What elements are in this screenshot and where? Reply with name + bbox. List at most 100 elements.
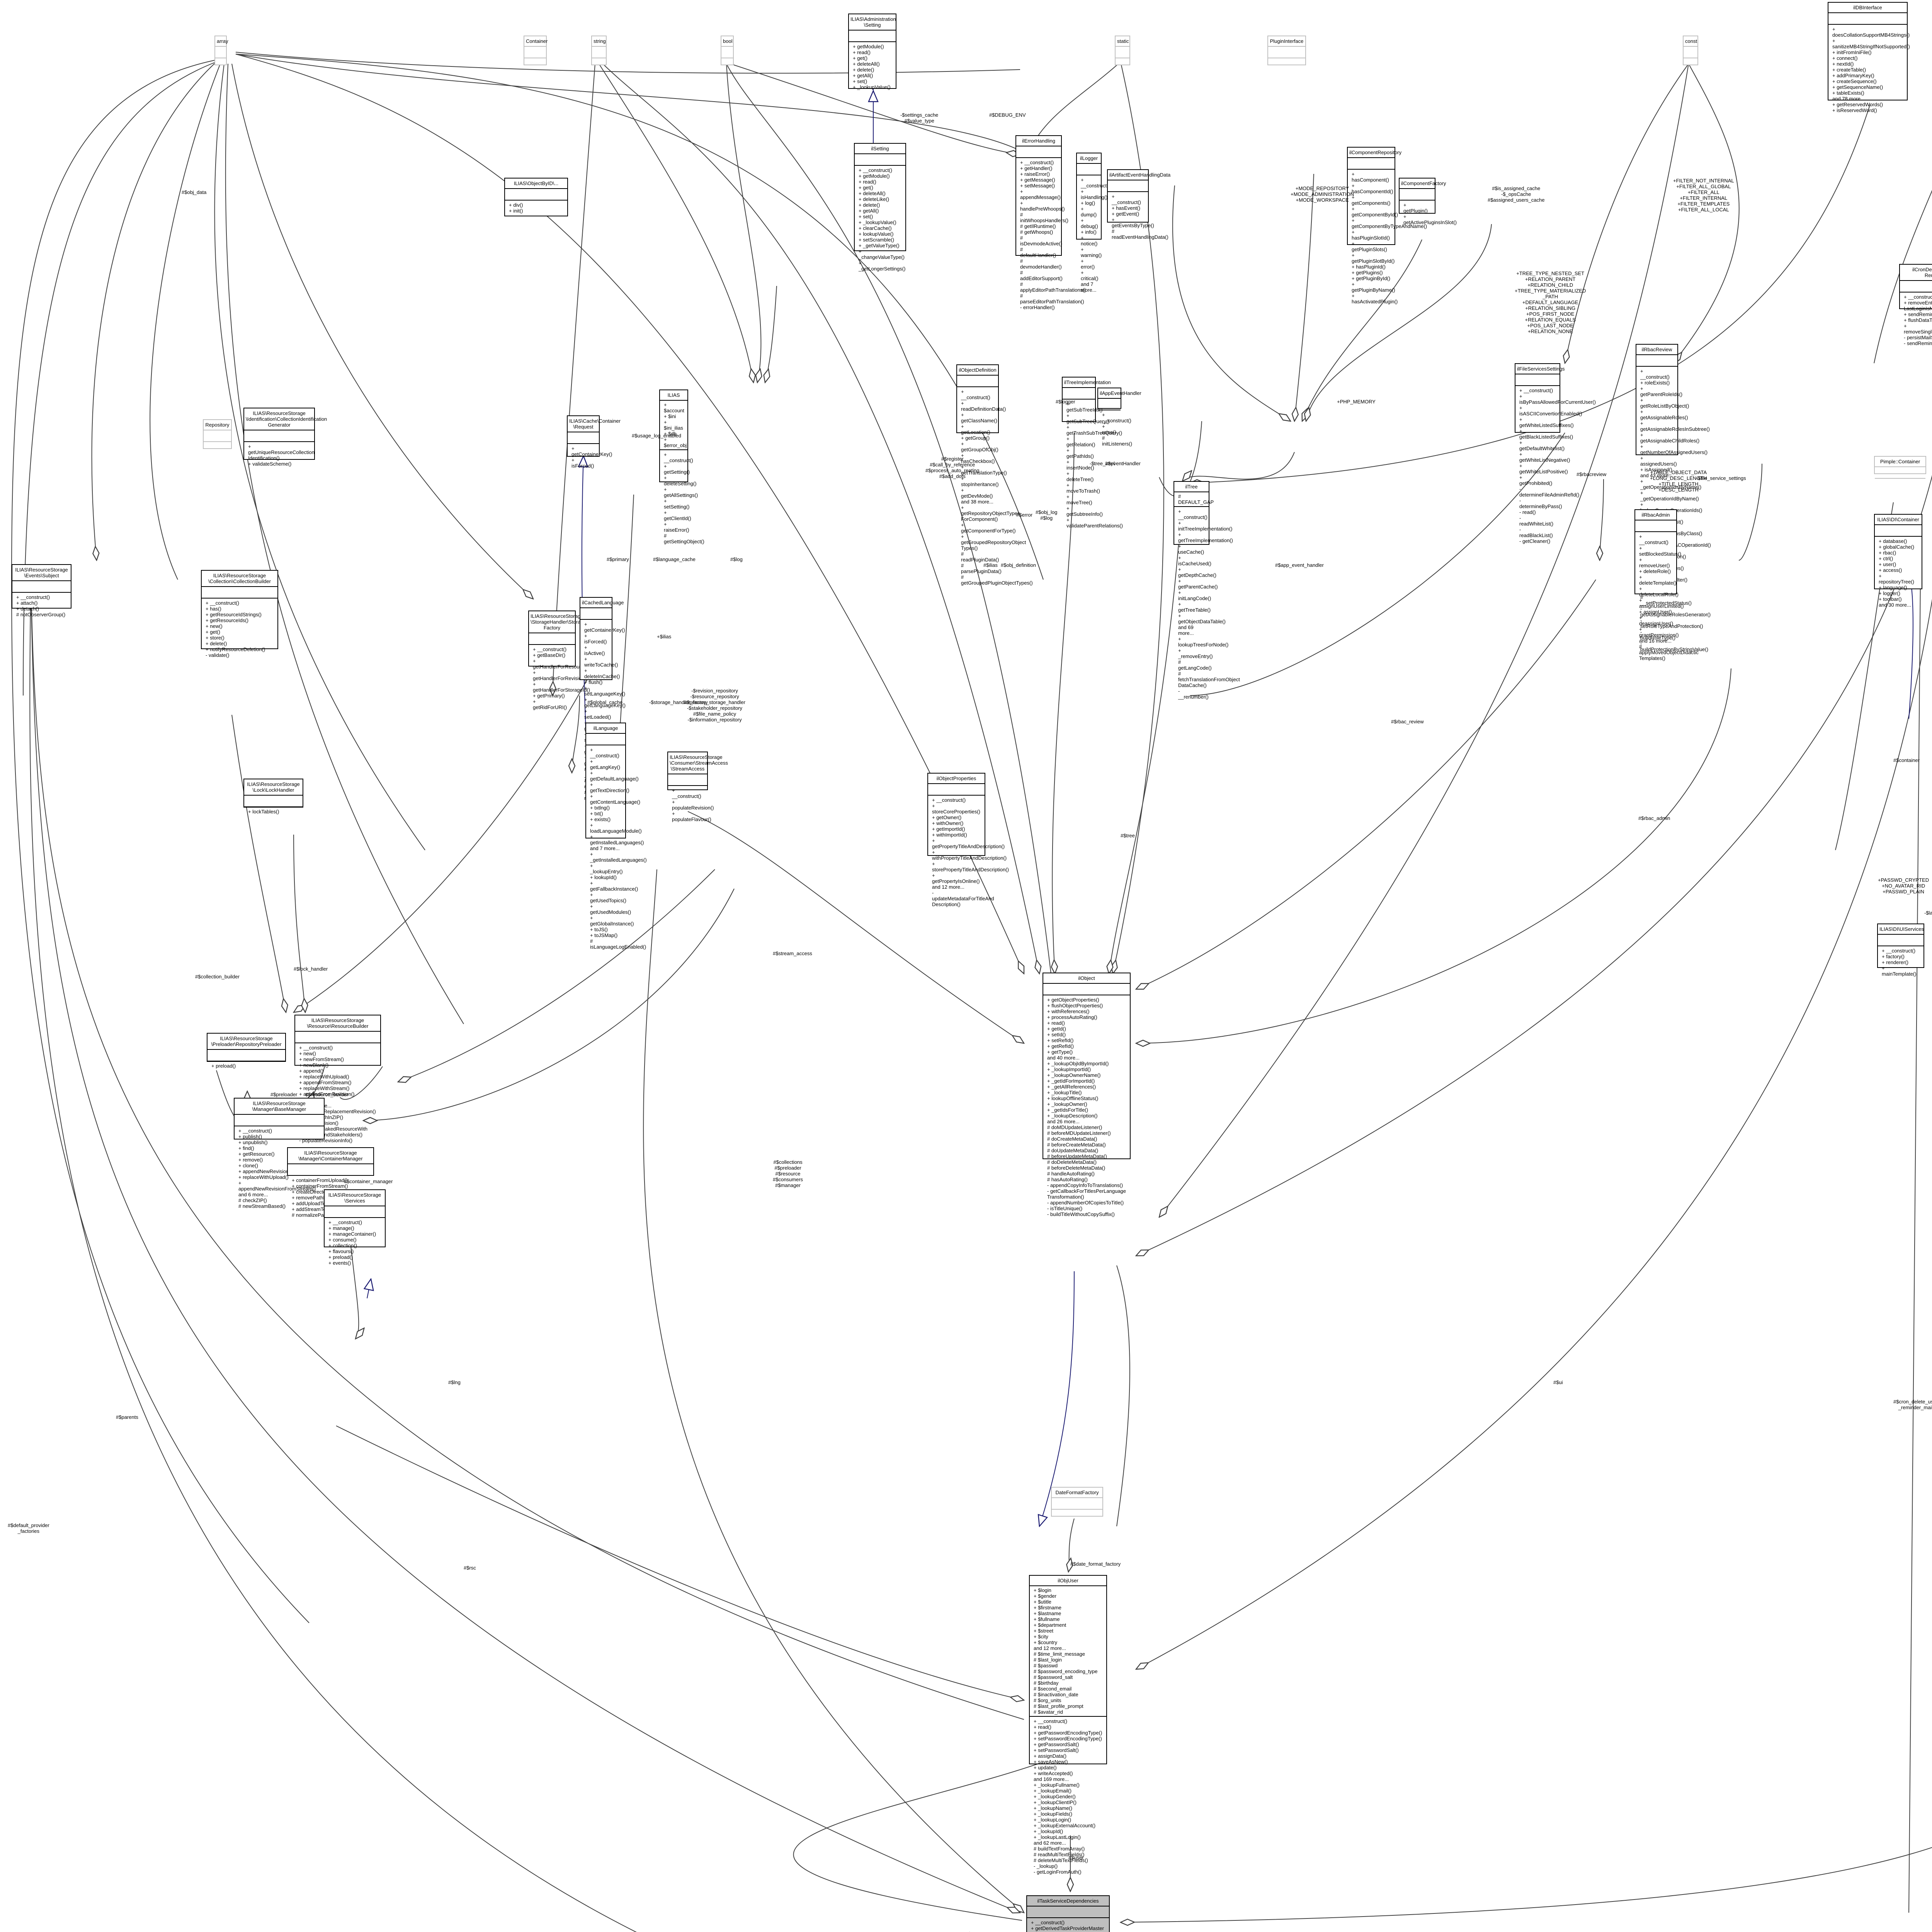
class-resourcestorage-resourcebuilder[interactable]: ILIAS\ResourceStorage \Resource\Resource… [294, 1015, 381, 1143]
class-name: ilRbacAdmin [1635, 510, 1676, 520]
edge-label-debug_env: #$DEBUG_ENV [989, 112, 1026, 118]
class-operations: + getPlugin() + getActivePluginsInSlot() [1403, 202, 1457, 225]
edge-label-global_cache: #$global_cache [587, 699, 623, 705]
class-container[interactable]: Container [524, 36, 548, 65]
class-name: ilTaskServiceDependencies [1027, 1896, 1109, 1906]
class-attributes [12, 581, 71, 593]
class-name: ILIAS\ResourceStorage \Consumer\StreamAc… [668, 752, 728, 774]
edge-label-rs_collections: #$collections #$preloader #$resource #$c… [773, 1159, 803, 1188]
class-ilartifacteventhandlingdata[interactable]: ilArtifactEventHandlingData + __construc… [1107, 169, 1170, 240]
class-operations [1875, 479, 1925, 490]
class-resourcestorage-containermanager[interactable]: ILIAS\ResourceStorage \Manager\Container… [287, 1147, 374, 1218]
class-name: Pimple::Container [1875, 457, 1925, 467]
class-resourcestorage-basemanager[interactable]: ILIAS\ResourceStorage \Manager\BaseManag… [234, 1098, 325, 1209]
class-attributes [721, 47, 733, 58]
class-ilcachedlanguage[interactable]: ilCachedLanguage + getContainerKey() + i… [580, 597, 626, 801]
class-ilobjectproperties[interactable]: ilObjectProperties + __construct() + sto… [927, 773, 1009, 907]
class-ilias-object-access[interactable]: ILIAS\ObjectByID\... + div() + init() [504, 178, 568, 216]
class-attributes [849, 31, 896, 42]
edge-label-logger: #$logger [1056, 399, 1075, 405]
class-repository[interactable]: Repository [203, 419, 232, 449]
class-name: ilTreeImplementation [1063, 378, 1111, 388]
class-ilobjectdefinition[interactable]: ilObjectDefinition + __construct() + rea… [956, 364, 1033, 586]
class-resourcestorage-collectionbuilder[interactable]: ILIAS\ResourceStorage \Collection\Collec… [201, 570, 278, 658]
class-iltree[interactable]: ilTree # DEFAULT_GAP + __construct() + i… [1173, 481, 1240, 700]
edge-label-is_assigned_cache: #$is_assigned_cache -$_opsCache #$assign… [1488, 185, 1545, 203]
class-resourcestorage-collection-id-generator[interactable]: ILIAS\ResourceStorage \Identification\Co… [243, 408, 327, 467]
class-static[interactable]: static [1115, 36, 1130, 65]
class-name: static [1116, 36, 1129, 47]
class-name: string [592, 36, 606, 47]
class-operations: + __construct() + getDerivedTaskProvider… [1031, 1920, 1104, 1932]
class-ilcrondeleteinactiveuserremindermail[interactable]: ilCronDeleteInactiveUser ReminderMail + … [1899, 264, 1932, 346]
class-date-format-factory[interactable]: DateFormatFactory [1051, 1487, 1103, 1517]
class-operations: + __construct() + factory() + renderer()… [1882, 948, 1917, 977]
class-resourcestorage-streamaccess[interactable]: ILIAS\ResourceStorage \Consumer\StreamAc… [667, 752, 728, 822]
class-attributes [1108, 180, 1148, 192]
class-resourcestorage-services[interactable]: ILIAS\ResourceStorage \Services + __cons… [324, 1189, 386, 1266]
class-iltaskservicedependencies[interactable]: ilTaskServiceDependencies + __construct(… [1026, 1895, 1110, 1932]
class-ilobject[interactable]: ilObject + getObjectProperties() + flush… [1043, 973, 1131, 1217]
class-attributes [1016, 146, 1061, 158]
class-array[interactable]: array [214, 36, 228, 65]
class-attributes [288, 1164, 373, 1176]
edge-label-tree_consts: +TREE_TYPE_NESTED_SET +RELATION_PARENT +… [1515, 270, 1586, 334]
edge-label-time_limit: #$time_limit_owner #$active #$time_limit… [1924, 910, 1932, 916]
class-pimple-container[interactable]: Pimple::Container [1874, 456, 1926, 479]
class-illogger[interactable]: ilLogger + __construct() + isHandling() … [1076, 153, 1110, 293]
class-ilobjuser[interactable]: ilObjUser + $login + $gender + $utitle +… [1029, 1575, 1107, 1875]
class-ilias[interactable]: ILIAS + $account + $ini + $ini_ilias + $… [659, 389, 704, 544]
class-ilappeventhandler[interactable]: ilAppEventHandler + __construct() + rais… [1097, 388, 1141, 447]
class-bool[interactable]: bool [721, 36, 734, 65]
class-name: ilComponentRepository [1348, 148, 1401, 158]
class-ilfileservicessettings[interactable]: ilFileServicesSettings + __construct() +… [1515, 363, 1596, 544]
class-operations [215, 58, 226, 70]
class-ilcomponentfactory[interactable]: ilComponentFactory + getPlugin() + getAc… [1399, 178, 1457, 225]
class-ilsetting[interactable]: ilSetting + __construct() + getModule() … [854, 143, 906, 272]
edge-label-cron_delete: #$cron_delete_user _reminder_mail [1893, 1399, 1932, 1410]
edge-label-pasword_consts: +PASSWD_CRYPTED +NO_AVATAR_RID +PASSWD_P… [1878, 877, 1929, 895]
class-attributes [855, 154, 905, 166]
class-plugin-interface[interactable]: PluginInterface [1267, 36, 1306, 65]
edge-label-app_event_handler: #$app_event_handler [1275, 562, 1324, 568]
edge-label-rs_mode_consts: +MODE_REPOSITORY +MODE_ADMINISTRATION +M… [1291, 185, 1354, 203]
class-operations: + getSubTreeIds() + getSubTreeQuery() + … [1066, 401, 1123, 529]
class-ilrbacreview[interactable]: ilRbacReview + __construct() + roleExist… [1636, 344, 1711, 652]
class-attributes: # DEFAULT_GAP [1174, 492, 1214, 507]
class-attributes [668, 774, 707, 786]
class-resourcestorage-lockhandler[interactable]: ILIAS\ResourceStorage \Lock\LockHandler … [243, 779, 303, 815]
class-illanguage[interactable]: ilLanguage + __construct() + getLangKey(… [585, 723, 647, 950]
class-attributes [202, 587, 277, 599]
class-attributes [529, 633, 575, 645]
edge-label-obj_log: #$obj_log #$log [1036, 509, 1058, 521]
class-ilcomponentrepository[interactable]: ilComponentRepository + hasComponent() +… [1347, 147, 1427, 304]
class-resourcestorage-repositorypreloader[interactable]: ILIAS\ResourceStorage \Preloader\Reposit… [207, 1033, 286, 1069]
class-ilrbacadmin[interactable]: ilRbacAdmin + __construct() + setBlocked… [1634, 509, 1699, 661]
class-ilerrorhandling[interactable]: ilErrorHandling + __construct() + getHan… [1015, 135, 1086, 310]
class-attributes [1052, 1498, 1102, 1510]
class-resourcestorage-storagehandlerfactory[interactable]: ILIAS\ResourceStorage \StorageHandler\St… [528, 611, 604, 710]
class-name: ILIAS\DI\UIServices [1878, 924, 1924, 935]
class-operations: + __construct() + attach() + detach() # … [16, 594, 66, 617]
edge-label-tree_impl: -$tree_impl [1090, 461, 1115, 466]
class-resourcestorage-events-subject[interactable]: ILIAS\ResourceStorage \Events\Subject + … [12, 564, 71, 617]
class-attributes [1268, 47, 1305, 58]
class-name: ILIAS\ResourceStorage \Collection\Collec… [202, 571, 277, 587]
class-operations: + __construct() + setBlockedStatus() + r… [1639, 534, 1699, 661]
class-const[interactable]: const [1683, 36, 1698, 65]
class-operations [721, 58, 733, 70]
class-attributes [1077, 164, 1101, 175]
class-ilias-di-container[interactable]: ILIAS\DI\Container + database() + global… [1874, 514, 1922, 608]
class-ilias-administration-setting[interactable]: ILIAS\Administration \Setting + getModul… [848, 14, 896, 90]
class-iltreeimplementation[interactable]: ilTreeImplementation + getSubTreeIds() +… [1062, 377, 1123, 529]
class-operations: + getModule() + read() + get() + deleteA… [853, 44, 891, 90]
class-ildbinterface[interactable]: ilDBInterface + doesCollationSupportMB4S… [1828, 2, 1910, 113]
class-ilias-di-uiservices[interactable]: ILIAS\DI\UIServices + __construct() + fa… [1877, 923, 1924, 977]
class-attributes [1027, 1906, 1109, 1918]
class-string[interactable]: string [591, 36, 607, 65]
class-name: ilObjUser [1030, 1576, 1106, 1586]
class-attributes [957, 376, 998, 387]
class-ilias-cache-container-request[interactable]: ILIAS\Cache\Container \Request + getCont… [567, 415, 621, 469]
edge-label-lock_handler: #$lock_handler [294, 966, 328, 972]
class-name: ilComponentFactory [1400, 179, 1446, 189]
